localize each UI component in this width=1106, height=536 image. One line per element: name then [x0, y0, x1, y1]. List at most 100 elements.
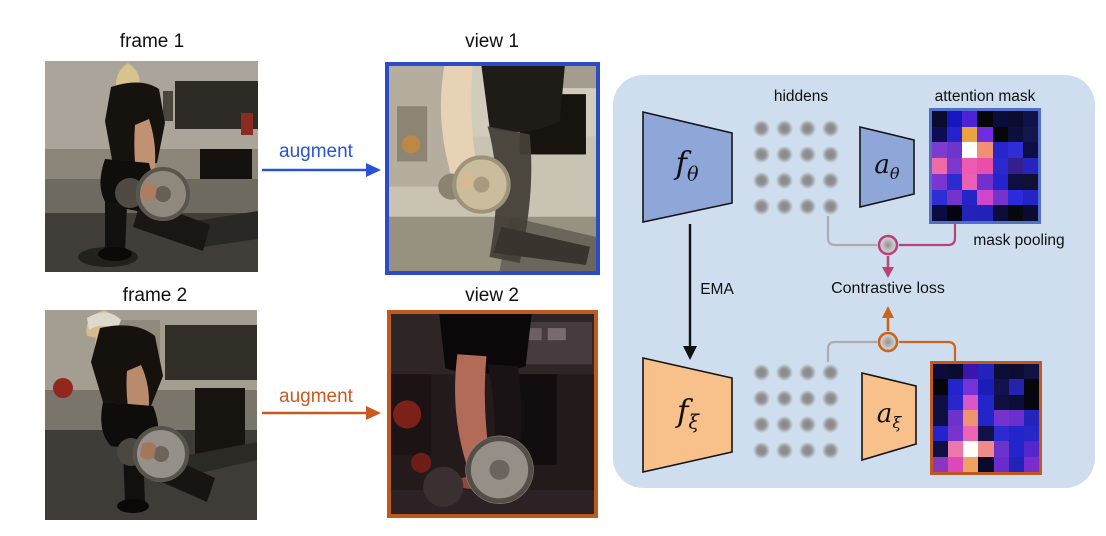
hidden-unit-dot: [822, 441, 839, 459]
mask-cell: [993, 456, 1009, 472]
mask-cell: [1023, 410, 1039, 426]
mask-cell: [932, 173, 948, 190]
mask-cell: [933, 394, 949, 411]
mask-cell: [947, 111, 963, 127]
mask-cell: [1008, 425, 1024, 442]
mask-cell: [1007, 142, 1023, 159]
f-theta-sub: θ: [686, 162, 699, 186]
f-xi-sub: ξ: [688, 410, 700, 434]
online-hiddens-grid: [750, 115, 842, 219]
mask-cell: [977, 173, 993, 190]
hidden-unit-dot: [776, 389, 793, 407]
mask-cell: [1022, 189, 1038, 206]
mask-cell: [948, 394, 964, 411]
mask-cell: [933, 379, 949, 395]
a-xi-sub: ξ: [892, 413, 902, 433]
a-xi-base: a: [876, 398, 893, 429]
view2-label: view 2: [465, 285, 519, 306]
mask-cell: [1023, 364, 1039, 380]
hidden-unit-dot: [753, 119, 770, 137]
mask-cell: [948, 456, 964, 472]
mask-cell: [947, 173, 963, 190]
augment1-label: augment: [279, 141, 353, 162]
view2-photo: [387, 310, 598, 518]
frame2-label: frame 2: [122, 285, 188, 306]
mask-cell: [947, 126, 963, 143]
mask-cell: [962, 205, 978, 221]
hidden-unit-dot: [799, 119, 816, 137]
mask-cell: [963, 379, 979, 395]
mask-cell: [948, 441, 964, 457]
mask-cell: [977, 189, 993, 206]
mask-cell: [1007, 158, 1023, 174]
view1-label: view 1: [465, 31, 519, 52]
hidden-unit-dot: [776, 363, 793, 381]
hidden-unit-dot: [753, 415, 770, 433]
mask-cell: [962, 158, 978, 174]
hidden-unit-dot: [822, 197, 839, 215]
a-theta-sub: θ: [889, 164, 900, 184]
mask-cell: [978, 410, 994, 426]
mask-cell: [932, 205, 948, 221]
hidden-unit-dot: [799, 197, 816, 215]
mask-cell: [1008, 364, 1024, 380]
hidden-unit-dot: [799, 389, 816, 407]
mask-cell: [948, 379, 964, 395]
mask-cell: [933, 456, 949, 472]
mask-cell: [963, 441, 979, 457]
mask-cell: [963, 410, 979, 426]
mask-cell: [1008, 379, 1024, 395]
mask-cell: [1008, 441, 1024, 457]
mask-cell: [947, 158, 963, 174]
hidden-unit-dot: [753, 197, 770, 215]
mask-cell: [1023, 379, 1039, 395]
hidden-unit-dot: [799, 171, 816, 189]
hidden-unit-dot: [822, 389, 839, 407]
mask-cell: [1007, 189, 1023, 206]
mask-cell: [933, 425, 949, 442]
hidden-unit-dot: [822, 145, 839, 163]
mask-cell: [978, 441, 994, 457]
mask-cell: [933, 410, 949, 426]
mask-cell: [963, 456, 979, 472]
frame1-label: frame 1: [119, 31, 185, 52]
target-attention-mask: [930, 361, 1042, 475]
frame1-photo: [45, 61, 258, 272]
mask-cell: [992, 126, 1008, 143]
mask-cell: [978, 425, 994, 442]
mask-cell: [978, 456, 994, 472]
mask-pooling-label: mask pooling: [973, 232, 1065, 249]
mask-cell: [962, 126, 978, 143]
mask-cell: [962, 173, 978, 190]
hidden-unit-dot: [799, 145, 816, 163]
mask-cell: [1022, 173, 1038, 190]
mask-cell: [1008, 394, 1024, 411]
attention-mask-label: attention mask: [934, 88, 1036, 105]
mask-cell: [1022, 126, 1038, 143]
mask-cell: [992, 173, 1008, 190]
mask-cell: [977, 111, 993, 127]
mask-cell: [992, 111, 1008, 127]
hidden-unit-dot: [753, 145, 770, 163]
mask-cell: [1023, 456, 1039, 472]
hidden-unit-dot: [822, 415, 839, 433]
mask-cell: [948, 410, 964, 426]
hidden-unit-dot: [753, 441, 770, 459]
hidden-unit-dot: [776, 441, 793, 459]
hidden-unit-dot: [776, 415, 793, 433]
mask-cell: [1023, 394, 1039, 411]
target-encoder-label: fξ: [677, 396, 700, 434]
mask-cell: [932, 189, 948, 206]
mask-cell: [977, 142, 993, 159]
mask-cell: [1022, 158, 1038, 174]
mask-cell: [932, 126, 948, 143]
hidden-unit-dot: [799, 441, 816, 459]
target-attention-label: aξ: [877, 401, 901, 431]
online-attention-mask: [929, 108, 1041, 224]
augment2-arrow: [262, 406, 381, 420]
contrastive-loss-label: Contrastive loss: [831, 280, 945, 297]
hidden-unit-dot: [776, 197, 793, 215]
mask-cell: [948, 425, 964, 442]
online-attention-label: aθ: [874, 152, 899, 182]
a-theta-base: a: [874, 149, 890, 180]
